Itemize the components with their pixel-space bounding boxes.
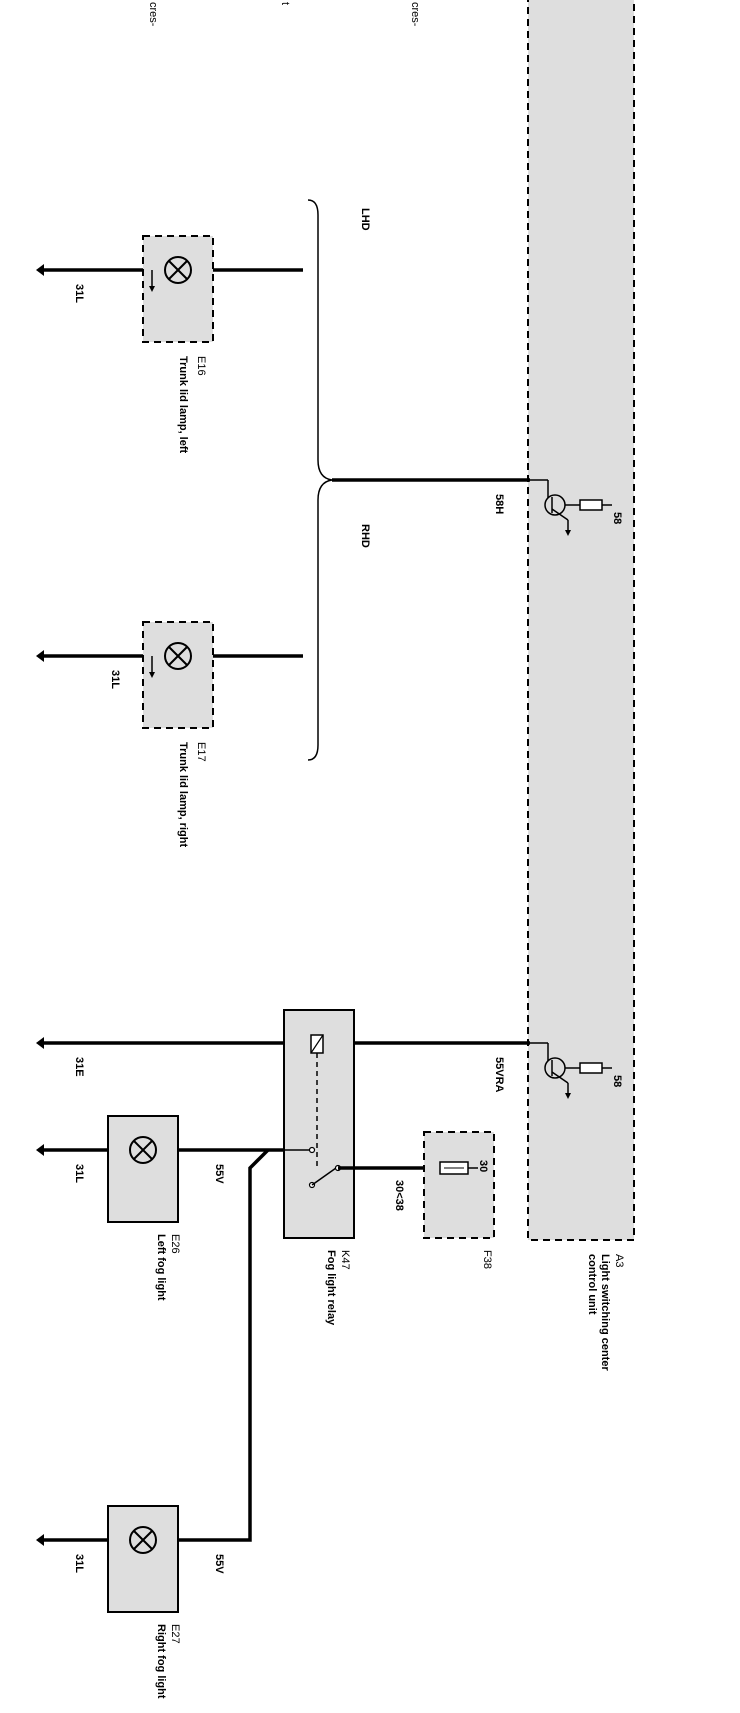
a3-name-line1: Light switching center: [599, 1254, 611, 1371]
e27-wire-label: 55V: [213, 1554, 225, 1574]
e26-name: Left fog light: [155, 1234, 167, 1301]
e27-box: [107, 1505, 179, 1613]
e16-lamp-cross-b: [168, 260, 188, 280]
wire-31e-label: 31E: [73, 1057, 85, 1077]
e26-ground-label: 31L: [73, 1164, 85, 1183]
relay-k47-switch-blade: [311, 1167, 337, 1186]
e17-ground-label: 31L: [109, 670, 121, 689]
e17-name: Trunk lid lamp, right: [177, 742, 189, 847]
top-fragment-mid: t: [279, 2, 291, 5]
e26-ground-arrow: [36, 1144, 44, 1156]
top-fragment-left: cres-: [147, 2, 159, 27]
fuse-f38-id: F38: [481, 1250, 493, 1269]
a3-id: A3: [613, 1254, 625, 1267]
a3-pin-lower: 58: [611, 1075, 623, 1087]
relay-k47-coil-diag: [310, 1034, 324, 1054]
e27-id: E27: [169, 1624, 181, 1644]
a3-pin-upper: 58: [611, 512, 623, 524]
e27-ground-label: 31L: [73, 1554, 85, 1573]
e26-id: E26: [169, 1234, 181, 1254]
e17-box: [142, 621, 214, 729]
rhd-label: RHD: [359, 524, 371, 548]
relay-k47-contact-a: [308, 1146, 316, 1154]
e16-ground-label: 31L: [73, 284, 85, 303]
a3-upper-transistor-icon: [530, 479, 612, 536]
wire-55vra-label: 55VRA: [493, 1057, 505, 1093]
e26-wire-label: 55V: [213, 1164, 225, 1184]
e17-lamp-cross-b: [168, 646, 188, 666]
e27-ground-arrow: [36, 1534, 44, 1546]
e16-name: Trunk lid lamp, left: [177, 356, 189, 454]
e17-ground-arrow: [36, 650, 44, 662]
wire-30-38-label: 30<38: [393, 1180, 405, 1211]
lhd-label: LHD: [359, 208, 371, 231]
e17-id: E17: [195, 742, 207, 762]
fuse-f38-box: [423, 1131, 495, 1239]
wire-31e-ground-arrow: [36, 1037, 44, 1049]
a3-lower-transistor-icon: [530, 1042, 612, 1099]
e17-ground-stub-arrow: [149, 672, 155, 678]
control-unit-a3-box: [527, 0, 635, 1241]
e16-id: E16: [195, 356, 207, 376]
wire-55v-branch: [178, 1148, 270, 1542]
e26-box: [107, 1115, 179, 1223]
relay-k47-id: K47: [339, 1250, 351, 1270]
relay-k47-name: Fog light relay: [325, 1250, 337, 1326]
e16-ground-stub-arrow: [149, 286, 155, 292]
a3-name-line2: control unit: [586, 1254, 598, 1315]
wire-58h-label: 58H: [493, 494, 505, 514]
lhd-rhd-brace: [307, 199, 333, 761]
top-fragment-right: cres-: [409, 2, 421, 27]
e26-lamp-cross-b: [133, 1140, 153, 1160]
e16-box: [142, 235, 214, 343]
e16-ground-arrow: [36, 264, 44, 276]
e27-lamp-cross-b: [133, 1530, 153, 1550]
e27-name: Right fog light: [155, 1624, 167, 1699]
fuse-f38-pin: 30: [477, 1160, 489, 1172]
